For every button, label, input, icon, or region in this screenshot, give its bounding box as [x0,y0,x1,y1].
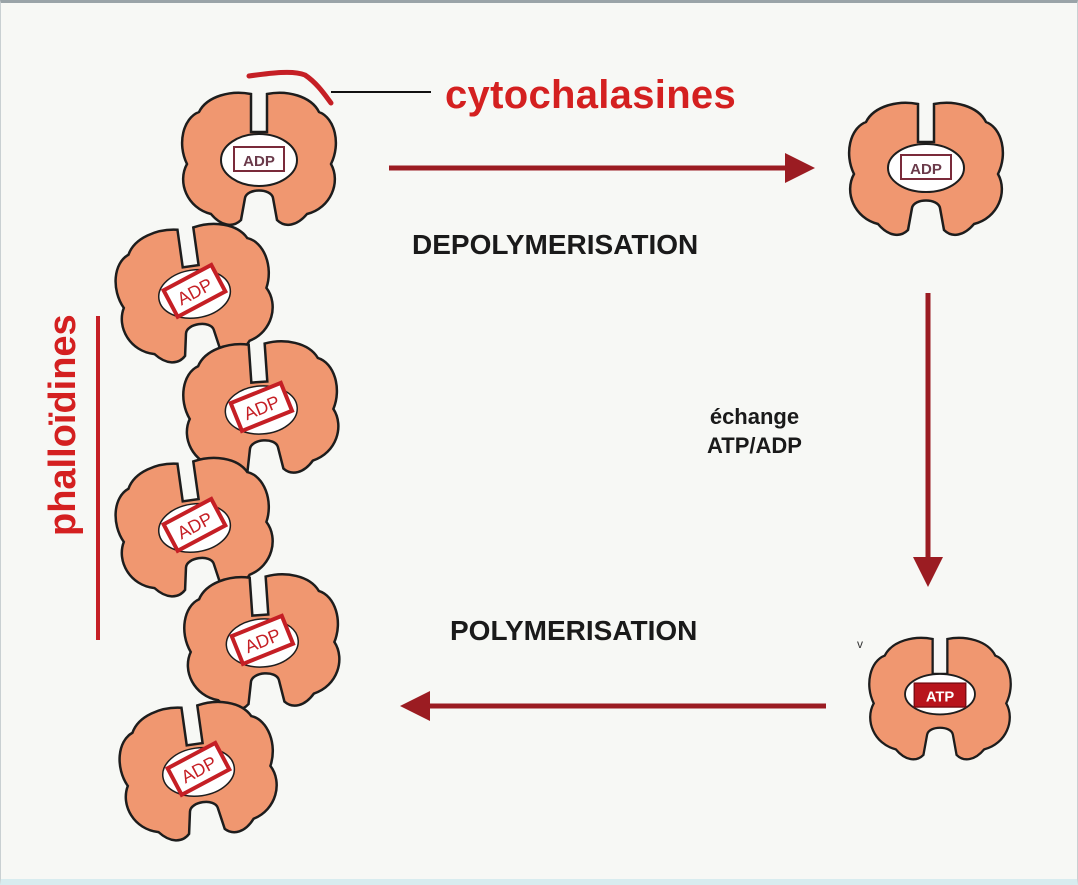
cytochalasines-label: cytochalasines [445,73,737,117]
phalloidines-label: phalloïdines [42,314,84,536]
exchange-label-line2: ATP/ADP [707,433,802,458]
tick-mark: v [857,637,863,651]
depolymerisation-label: DEPOLYMERISATION [412,229,699,260]
cytochalasines-cap [246,69,431,106]
filament-monomer-top: ADP [180,91,338,227]
polymerisation-label: POLYMERISATION [450,615,698,646]
filament-monomer-5: ADP [111,693,285,849]
atp-monomer: ATP [868,636,1012,761]
exchange-label-line1: échange [709,404,800,429]
actin-filament: ADP ADP ADP ADP [107,91,345,849]
nucleotide-label: ADP [243,153,275,170]
nucleotide-label: ADP [910,161,942,178]
filament-monomer-2: ADP [178,336,344,482]
free-adp-monomer: ADP [847,101,1005,237]
nucleotide-label: ATP [926,690,955,706]
diagram-graphics: ADP ADP ADP ADP [96,69,1012,849]
filament-monomer-1: ADP [107,215,281,371]
filament-monomer-4: ADP [179,569,345,715]
filament-monomer-3: ADP [107,449,281,605]
exchange-label: échange ATP/ADP [707,402,802,460]
